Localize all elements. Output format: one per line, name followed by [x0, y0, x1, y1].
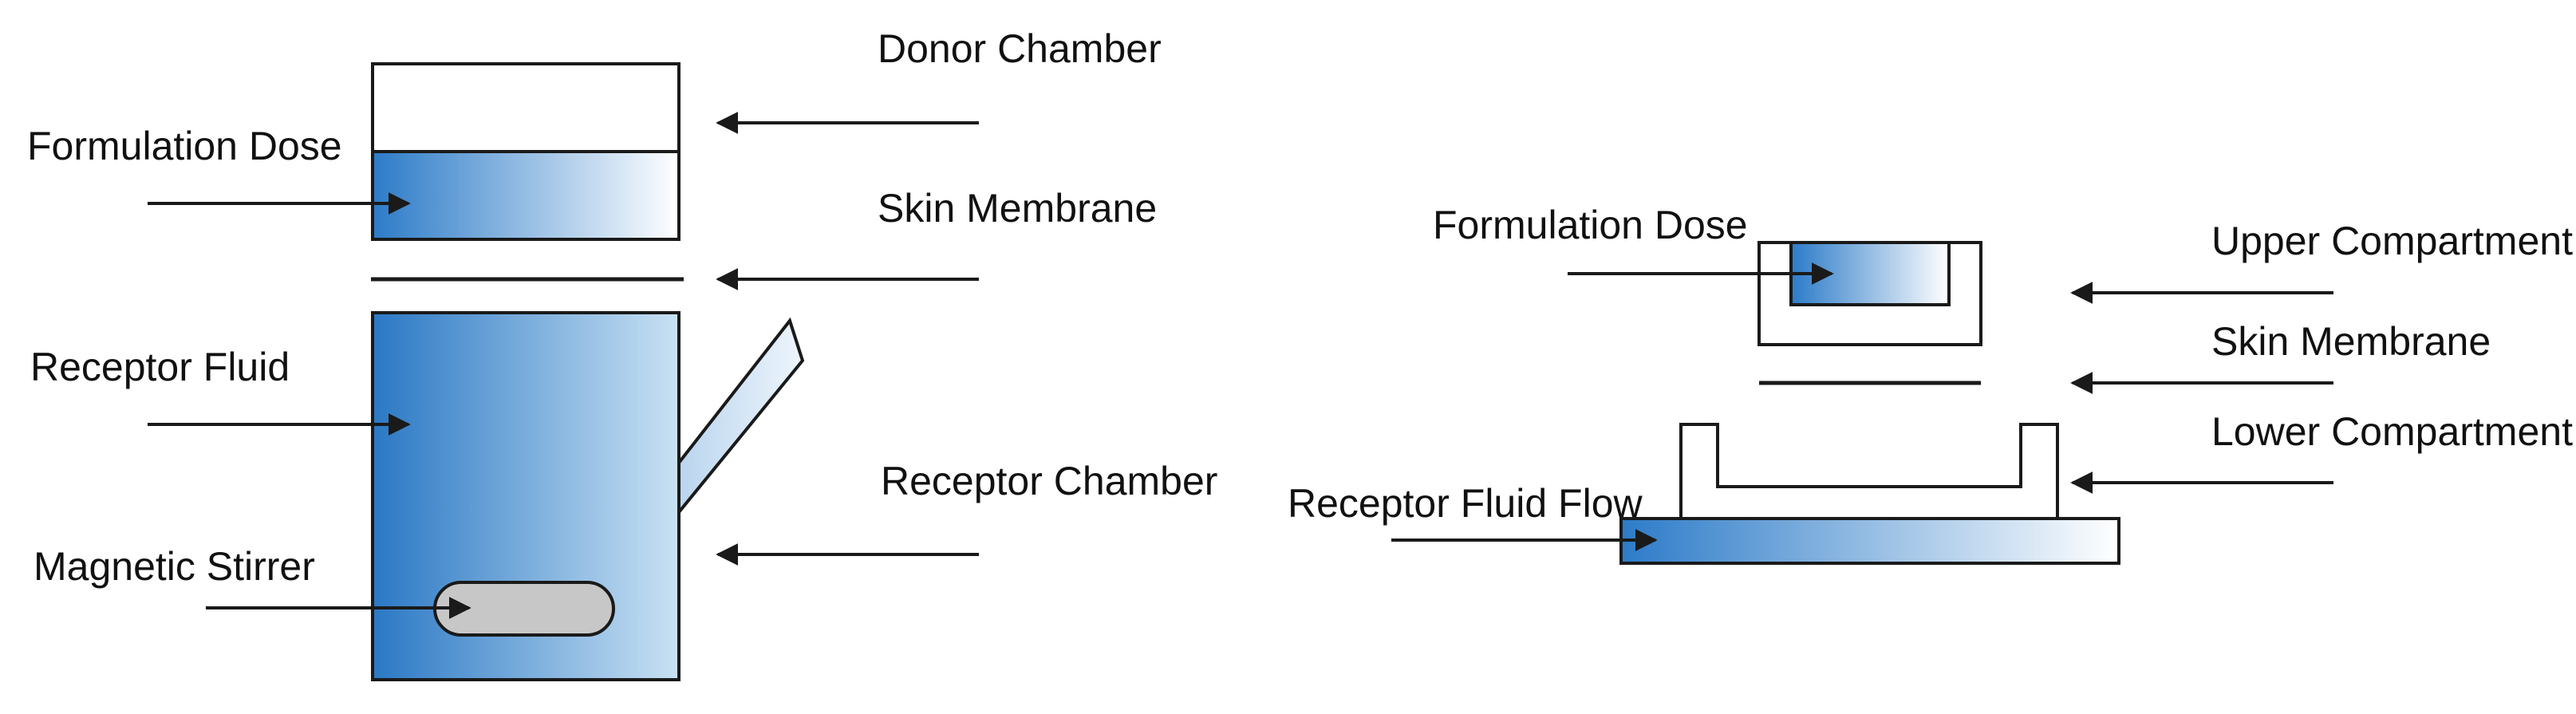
donor-chamber	[371, 62, 680, 241]
formulation-dose-fill	[371, 150, 680, 241]
receptor-chamber	[371, 311, 680, 681]
right-diagram: Formulation Dose Receptor Fluid Flow Upp…	[1288, 203, 2573, 565]
label-formulation-dose-left: Formulation Dose	[27, 124, 342, 168]
label-receptor-fluid: Receptor Fluid	[30, 345, 290, 389]
left-diagram: Formulation Dose Receptor Fluid Magnetic…	[27, 26, 1217, 681]
sampling-side-arm	[677, 317, 805, 517]
label-skin-membrane-left: Skin Membrane	[878, 186, 1157, 231]
label-receptor-chamber: Receptor Chamber	[881, 459, 1217, 503]
label-upper-compartment: Upper Compartment	[2211, 219, 2573, 263]
label-lower-compartment: Lower Compartment	[2211, 409, 2573, 454]
label-donor-chamber: Donor Chamber	[878, 26, 1162, 71]
label-skin-membrane-right: Skin Membrane	[2211, 319, 2491, 364]
label-formulation-dose-right: Formulation Dose	[1433, 203, 1748, 247]
label-receptor-fluid-flow: Receptor Fluid Flow	[1288, 481, 1643, 526]
upper-compartment	[1757, 241, 1982, 346]
lower-compartment-outline	[1679, 423, 2059, 519]
label-magnetic-stirrer: Magnetic Stirrer	[34, 544, 315, 589]
receptor-fluid-flow-channel	[1619, 517, 2120, 565]
